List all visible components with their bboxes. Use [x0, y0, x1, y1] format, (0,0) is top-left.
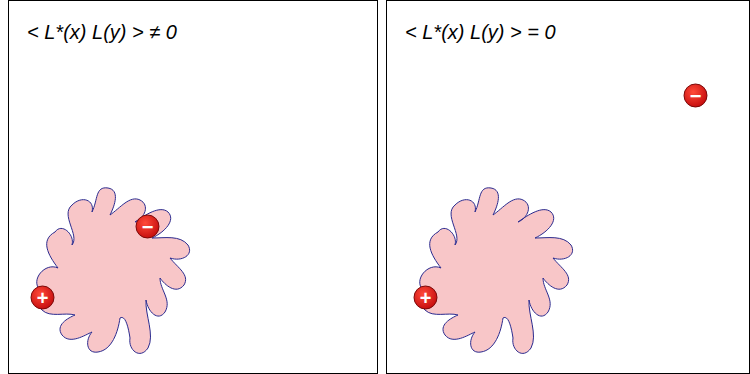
- charge-sign: −: [683, 83, 708, 108]
- panel-box: < L*(x) L(y) > ≠ 0 − +: [8, 0, 378, 374]
- charge-sign: +: [30, 285, 55, 310]
- charge-circle: −: [683, 83, 708, 108]
- charge-circle: +: [30, 285, 55, 310]
- charge-circle: +: [413, 285, 438, 310]
- charge-disc: [684, 84, 707, 107]
- charge-disc: [31, 286, 54, 309]
- charge-circle: −: [135, 214, 160, 239]
- cluster-blob: [37, 188, 190, 354]
- cluster-blob: [420, 188, 573, 354]
- correlator-formula: < L*(x) L(y) > ≠ 0: [27, 21, 177, 44]
- charge-sign: −: [135, 214, 160, 239]
- correlator-formula: < L*(x) L(y) > = 0: [405, 21, 556, 44]
- charge-disc: [136, 215, 159, 238]
- charge-sign: +: [413, 285, 438, 310]
- panel-box: < L*(x) L(y) > = 0 − +: [386, 0, 750, 374]
- charge-disc: [414, 286, 437, 309]
